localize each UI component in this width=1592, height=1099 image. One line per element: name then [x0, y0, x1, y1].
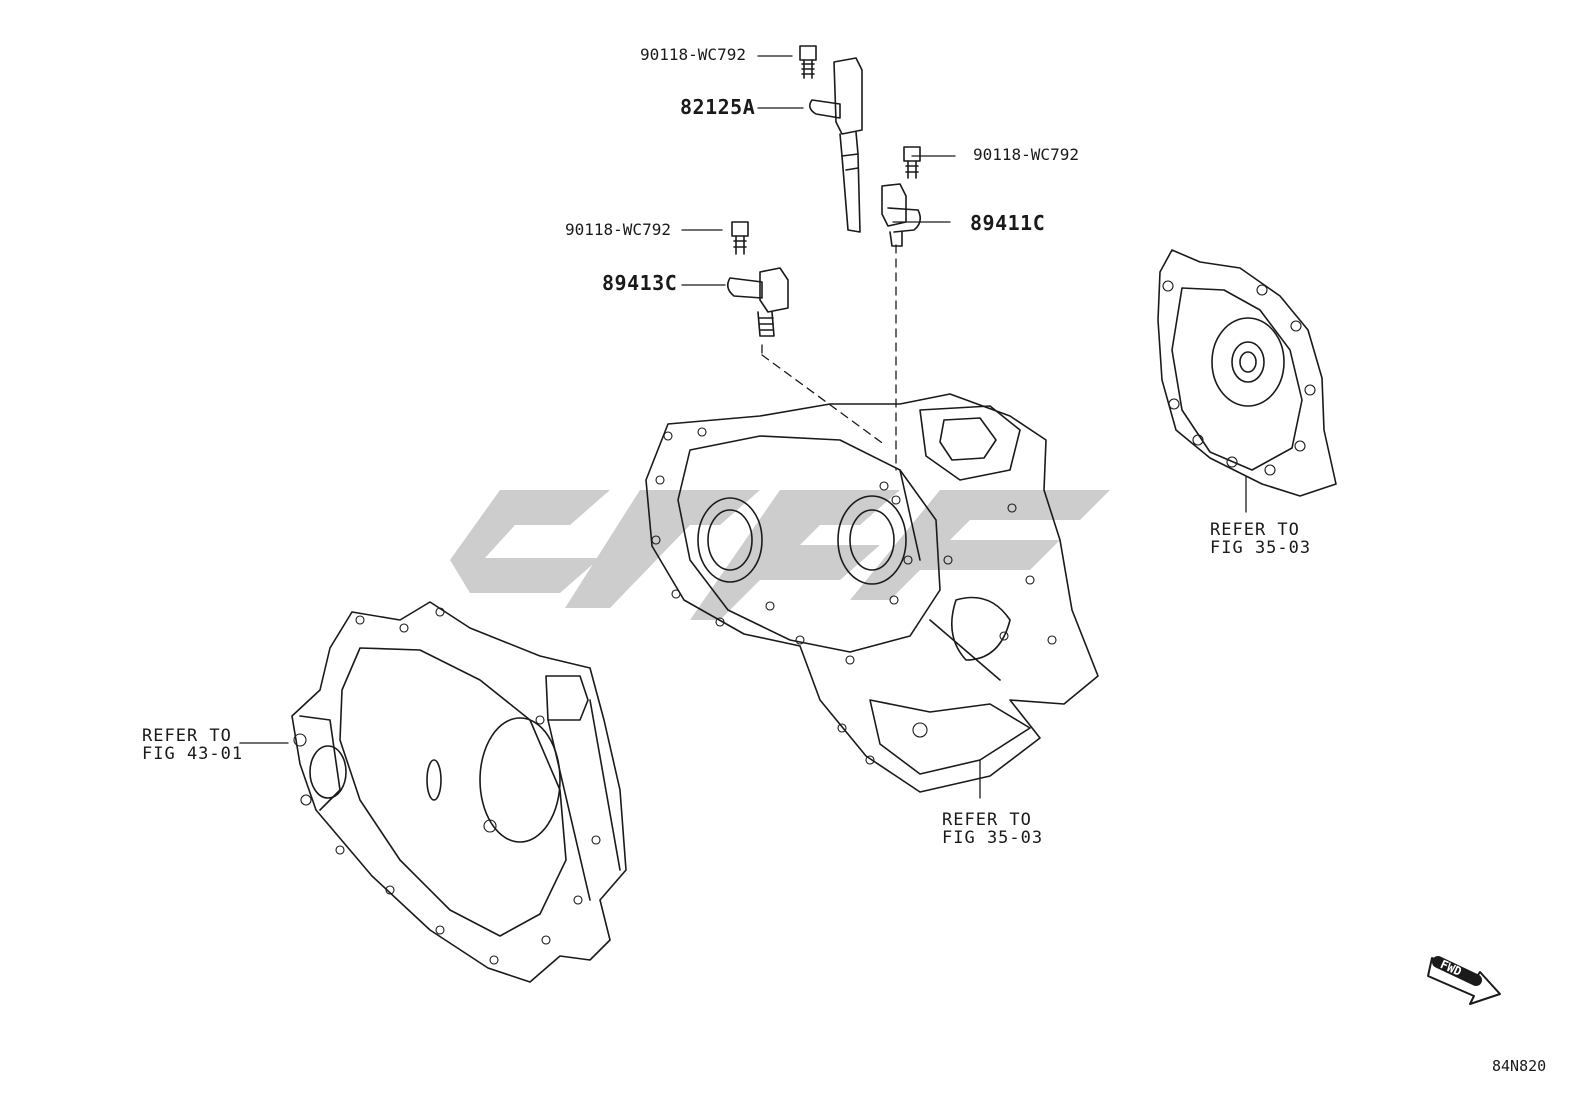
speed-sensor-82125a [808, 57, 863, 233]
bolt-left-icon [731, 221, 749, 255]
ref-left-line1: REFER TO [142, 726, 232, 746]
sensor-89413c [726, 267, 789, 337]
ref-left-line2: FIG 43-01 [142, 743, 244, 764]
sensor-89411c [881, 183, 922, 247]
ref-right-line2: FIG 35-03 [1210, 537, 1312, 558]
ref-callout-left-housing: REFER TO FIG 43-01 [142, 726, 244, 764]
bolt-mid-icon [903, 146, 921, 179]
part-label-bolt-mid: 90118-WC792 [973, 145, 1079, 164]
right-side-cover [1157, 249, 1337, 497]
part-label-sensor-right: 89411C [970, 211, 1046, 235]
assembly-dashed-lines [761, 244, 897, 471]
converter-housing [291, 601, 627, 983]
transaxle-case [645, 393, 1099, 793]
diagram-code: 84N820 [1492, 1057, 1547, 1075]
watermark-logo [450, 490, 1110, 620]
ref-main-line1: REFER TO [942, 810, 1032, 830]
part-label-speed-sensor: 82125A [680, 95, 756, 119]
part-label-sensor-left: 89413C [602, 271, 678, 295]
bolt-top-icon [799, 45, 817, 79]
fwd-arrow-icon [1427, 956, 1501, 1005]
part-label-bolt-top: 90118-WC792 [640, 45, 746, 64]
ref-callout-right-cover: REFER TO FIG 35-03 [1210, 520, 1312, 558]
part-label-bolt-left: 90118-WC792 [565, 220, 671, 239]
ref-main-line2: FIG 35-03 [942, 827, 1044, 848]
ref-callout-main-case: REFER TO FIG 35-03 [942, 810, 1044, 848]
leader-lines [239, 55, 1247, 799]
ref-right-line1: REFER TO [1210, 520, 1300, 540]
